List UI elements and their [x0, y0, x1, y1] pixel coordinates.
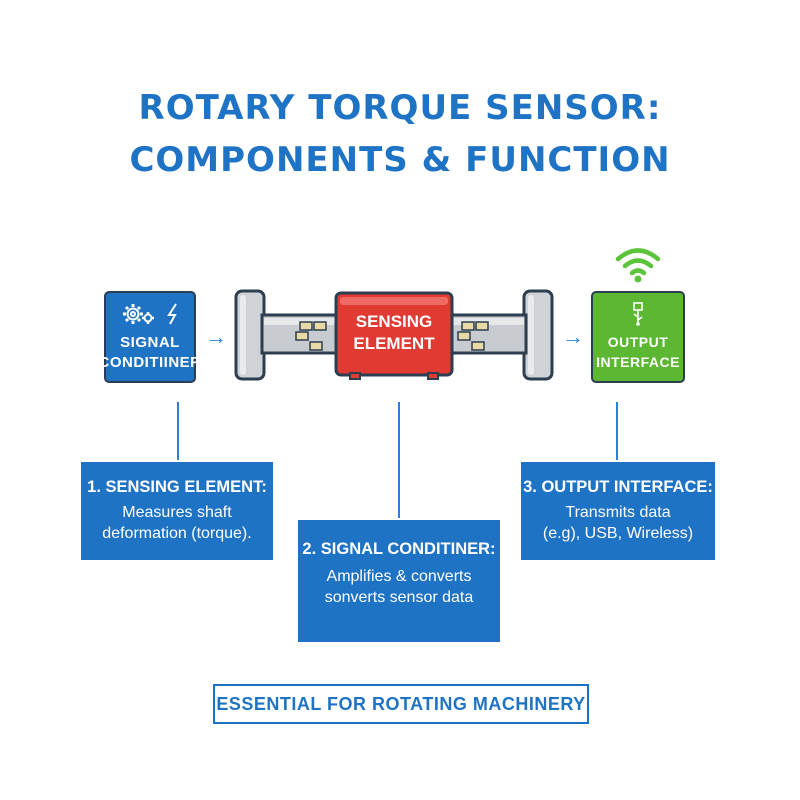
- info-text: (e.g), USB, Wireless): [542, 525, 694, 542]
- output-box-label-2: INTERFACE: [596, 354, 680, 370]
- sensing-element-label-2: ELEMENT: [353, 334, 435, 353]
- output-box-label-1: OUTPUT: [607, 334, 669, 350]
- torque-shaft-diagram: SENSING ELEMENT: [234, 289, 554, 381]
- info-text: Measures shaft: [122, 504, 232, 521]
- signal-box-label-1: SIGNAL: [120, 334, 180, 351]
- page-title: ROTARY TORQUE SENSOR: COMPONENTS & FUNCT…: [0, 82, 800, 186]
- info-text: deformation (torque).: [102, 525, 252, 542]
- output-interface-box: OUTPUT INTERFACE: [591, 291, 685, 383]
- sensing-element-label-1: SENSING: [356, 312, 433, 331]
- info-heading: 1. SENSING ELEMENT:: [87, 478, 267, 496]
- info-text: Amplifies & converts: [326, 568, 472, 585]
- arrow-right-icon: →: [205, 324, 227, 349]
- wifi-icon: [615, 248, 661, 283]
- info-box-sensing-element: 1. SENSING ELEMENT: Measures shaft defor…: [81, 462, 273, 560]
- info-text: Transmits data: [565, 504, 671, 521]
- usb-icon: [633, 302, 643, 326]
- info-heading: 2. SIGNAL CONDITINER:: [302, 540, 496, 558]
- signal-box-label-2: CONDITIINER: [98, 354, 202, 371]
- gears-icon: [123, 304, 154, 324]
- footer-banner: ESSENTIAL FOR ROTATING MACHINERY: [213, 684, 589, 724]
- info-heading: 3. OUTPUT INTERFACE:: [523, 478, 713, 496]
- info-text: sonverts sensor data: [324, 589, 474, 606]
- leader-line: [616, 402, 618, 460]
- leader-line: [398, 402, 400, 518]
- leader-line: [177, 402, 179, 460]
- info-box-signal-conditioner: 2. SIGNAL CONDITINER: Amplifies & conver…: [298, 520, 500, 642]
- arrow-right-icon: →: [562, 324, 584, 349]
- signal-conditioner-box: SIGNAL CONDITIINER: [99, 291, 201, 383]
- info-box-output-interface: 3. OUTPUT INTERFACE: Transmits data (e.g…: [521, 462, 715, 560]
- title-line-1: ROTARY TORQUE SENSOR:: [138, 88, 662, 128]
- title-line-2: COMPONENTS & FUNCTION: [129, 140, 671, 180]
- lightning-icon: [167, 303, 177, 325]
